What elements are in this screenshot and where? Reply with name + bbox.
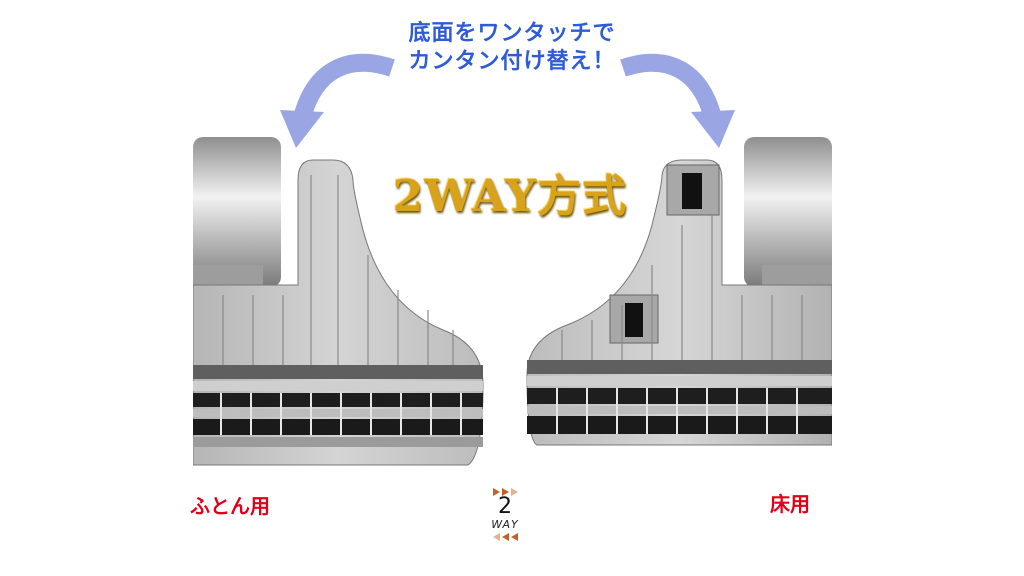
badge-text: WAY: [491, 518, 519, 531]
two-way-badge: 2 WAY: [475, 486, 535, 541]
futon-mode-label: ふとん用: [190, 494, 270, 518]
futon-nozzle-illustration: [193, 137, 484, 466]
headline: 底面をワンタッチで カンタン付け替え！: [0, 20, 1024, 76]
title-2way: 2WAY方式: [392, 171, 628, 222]
floor-nozzle-illustration: [526, 137, 832, 446]
curved-arrow-left-icon: [280, 53, 395, 148]
headline-line1: 底面をワンタッチで: [408, 21, 616, 46]
badge-number: 2: [498, 494, 512, 519]
triangle-right-icon: [475, 486, 535, 496]
triangle-left-icon: [475, 531, 535, 541]
floor-mode-label: 床用: [770, 492, 810, 516]
headline-line2: カンタン付け替え！: [408, 49, 616, 74]
curved-arrow-right-icon: [620, 53, 735, 148]
